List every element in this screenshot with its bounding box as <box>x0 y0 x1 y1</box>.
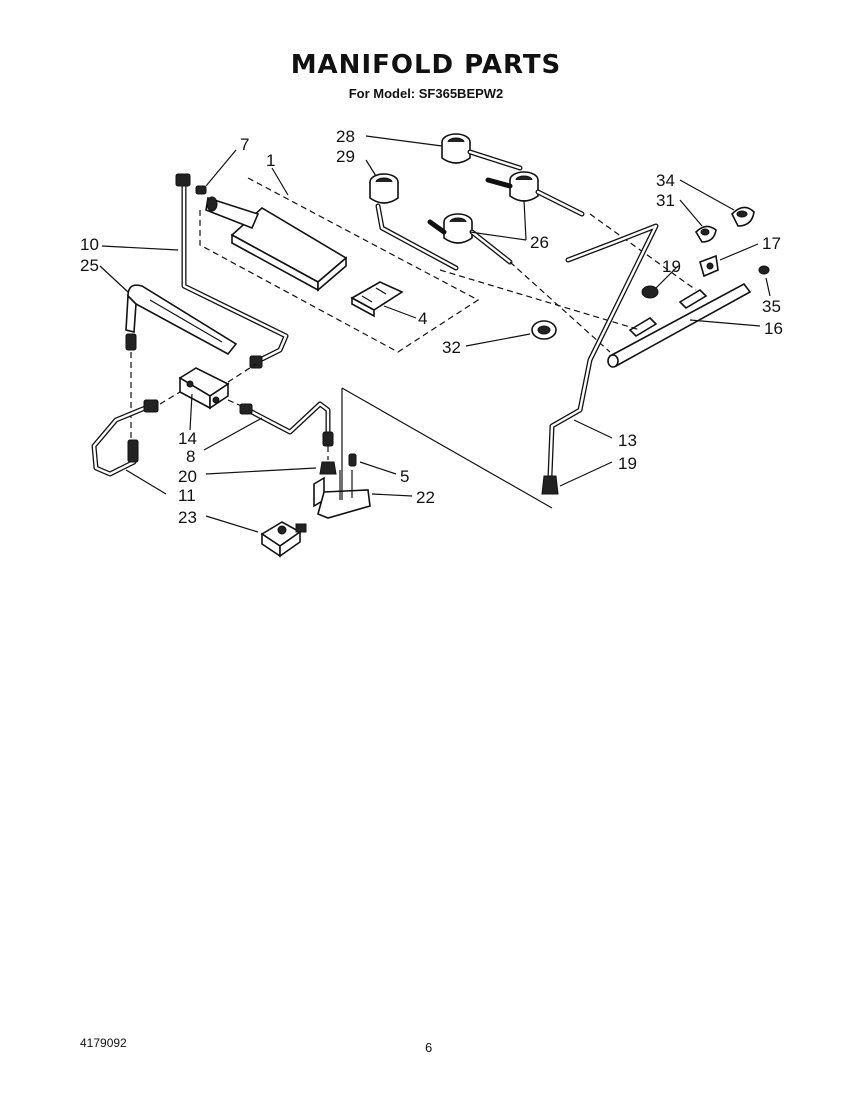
burner-back-right <box>485 171 585 217</box>
valve-block <box>178 367 230 410</box>
connector-dashed-26 <box>509 261 611 353</box>
fitting-20 <box>319 461 337 475</box>
connector-line-lower <box>341 387 553 509</box>
fitting-19-lower <box>541 475 559 495</box>
tube-10 <box>175 173 289 369</box>
tube-11 <box>91 399 159 477</box>
tube-13 <box>547 223 659 479</box>
callout-4: 4 <box>418 309 427 328</box>
callout-7: 7 <box>240 135 249 154</box>
knob-31 <box>694 225 717 243</box>
callout-23: 23 <box>178 508 197 527</box>
document-number: 4179092 <box>80 1036 127 1050</box>
callout-31: 31 <box>656 191 675 210</box>
callout-16: 16 <box>764 319 783 338</box>
callout-25: 25 <box>80 256 99 275</box>
leader-lines <box>99 135 771 533</box>
callout-29: 29 <box>336 147 355 166</box>
bracket <box>350 281 404 318</box>
bracket-22 <box>313 470 371 519</box>
griddle-group-outline <box>199 177 480 353</box>
burner-26 <box>427 213 513 265</box>
callout-19-upper: 19 <box>662 257 681 276</box>
knob-34 <box>731 206 755 227</box>
callout-5: 5 <box>400 467 409 486</box>
callout-11: 11 <box>178 486 196 505</box>
regulator <box>260 521 307 558</box>
page-number: 6 <box>425 1040 433 1055</box>
callout-28: 28 <box>336 127 355 146</box>
connector-dashed-29 <box>439 269 641 331</box>
burner-28 <box>441 133 523 171</box>
model-subtitle: For Model: SF365BEPW2 <box>348 86 504 101</box>
burner-29 <box>369 173 459 271</box>
part-32 <box>531 320 557 340</box>
part-35 <box>758 265 770 275</box>
callout-19-lower: 19 <box>618 454 637 473</box>
callout-1: 1 <box>266 151 275 170</box>
griddle-burner <box>205 196 348 292</box>
connector-dashed-valve <box>227 363 257 383</box>
callout-32: 32 <box>442 338 461 357</box>
connector-dashed-valve-left <box>159 391 181 405</box>
callout-26: 26 <box>530 233 549 252</box>
callout-13: 13 <box>618 431 637 450</box>
fitting-19-upper <box>641 285 659 299</box>
part-5 <box>348 453 357 467</box>
orifice-fitting <box>195 185 207 195</box>
tube-8 <box>239 401 334 447</box>
callout-22: 22 <box>416 488 435 507</box>
callout-34: 34 <box>656 171 675 190</box>
manifold-16 <box>607 282 752 368</box>
callout-10: 10 <box>80 235 99 254</box>
callout-14: 14 <box>178 429 197 448</box>
page-title: MANIFOLD PARTS <box>290 50 562 80</box>
callout-35: 35 <box>762 297 781 316</box>
callout-20: 20 <box>178 467 197 486</box>
callout-8: 8 <box>186 447 195 466</box>
callout-17: 17 <box>762 234 781 253</box>
fitting-17 <box>699 254 719 278</box>
connector-dashed-valve-right <box>227 399 247 409</box>
burner-tube-25 <box>125 284 238 356</box>
